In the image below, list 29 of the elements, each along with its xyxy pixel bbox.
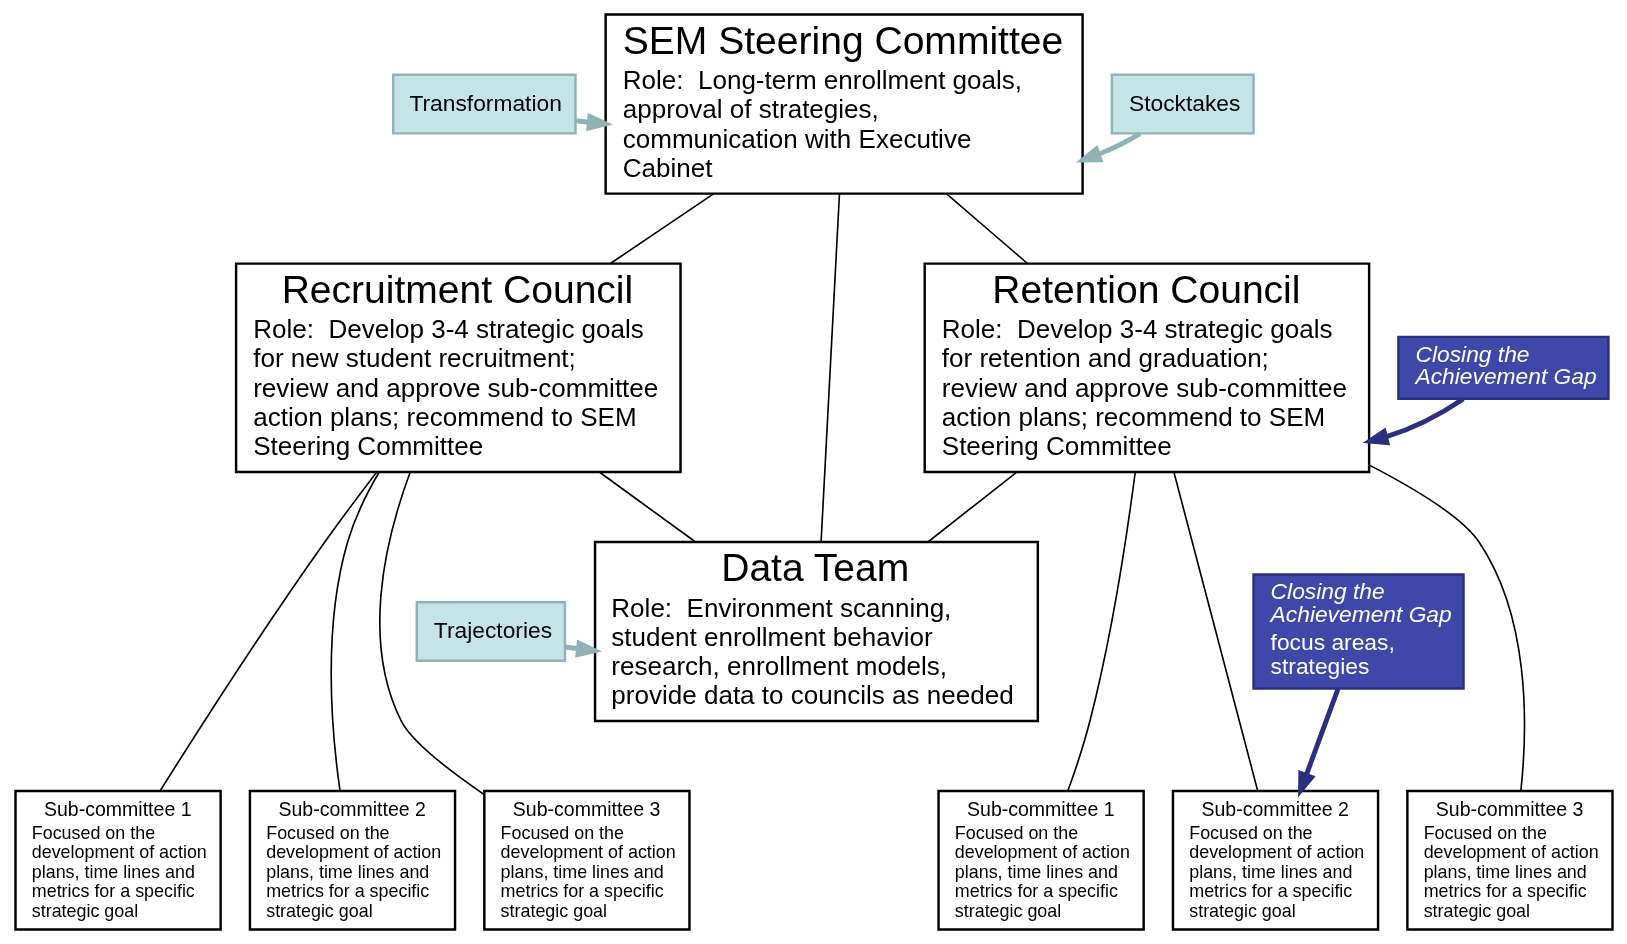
node-box: Recruitment Council Role: Develop 3-4 strategic goals for new student recruitment; review and approve sub-committee action plans; recommend to SEM Steering Committee [234,262,682,474]
node-box: Retention Council Role: Develop 3-4 strategic goals for retention and graduation; review and approve sub-committee action plans; recommend to SEM Steering Committee [923,262,1370,474]
connector [598,471,696,543]
arrow [1297,688,1340,798]
node-box: Closing the Achievement Gap [1396,335,1610,400]
node-box: Sub-committee 3 Focused on the development of action plans, time lines and metrics for a specific strategic goal [1405,789,1614,931]
connector [926,471,1018,543]
connector [1066,471,1136,792]
node-box: Sub-committee 2 Focused on the development of action plans, time lines and metrics for a specific strategic goal [1171,789,1379,931]
node-box: Sub-committee 3 Focused on the development of action plans, time lines and metrics for a specific strategic goal [482,789,691,931]
node-box: Sub-committee 2 Focused on the development of action plans, time lines and metrics for a specific strategic goal [248,789,456,931]
connector [945,193,1028,265]
connector [1368,464,1525,792]
connector [609,193,714,265]
arrow [1075,131,1141,163]
connector [1172,471,1259,792]
node-box: SEM Steering Committee Role: Long-term enrollment goals, approval of strategies, communication with Executive Cabinet [603,13,1084,195]
node-box: Data Team Role: Environment scanning, student enrollment behavior research, enrollment models, provide data to councils as needed [593,540,1039,723]
node-box: Transformation [391,73,577,135]
node-box: Sub-committee 1 Focused on the development of action plans, time lines and metrics for a specific strategic goal [936,789,1145,931]
connector [819,193,840,543]
node-box: Sub-committee 1 Focused on the development of action plans, time lines and metrics for a specific strategic goal [13,789,222,931]
connector [378,471,485,796]
node-box: Trajectories [415,601,566,663]
connector [158,471,377,792]
node-box: Stocktakes [1110,73,1255,135]
connector [329,471,380,792]
arrow [1362,397,1465,446]
node-box: Closing the Achievement Gap focus areas, strategies [1251,573,1465,690]
